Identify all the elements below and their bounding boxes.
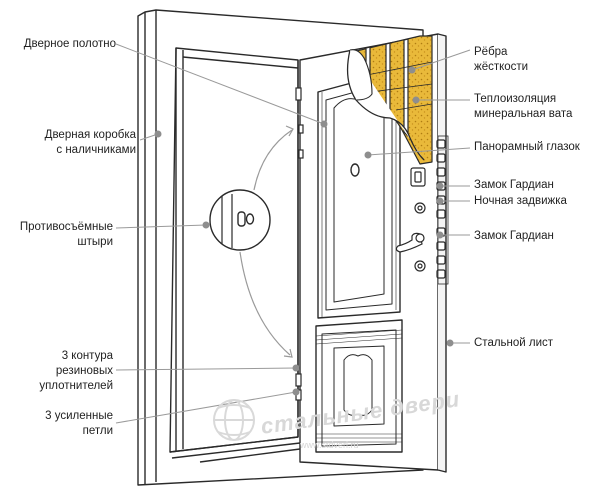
lock-hardware — [295, 87, 449, 401]
watermark-url: www.stdveri.ru — [300, 440, 359, 450]
watermark-globe-icon — [213, 399, 255, 441]
pins-arrows — [239, 125, 294, 358]
label-peephole: Панорамный глазок — [474, 141, 580, 153]
label-door-leaf: Дверное полотно — [23, 38, 116, 50]
leader-lines — [115, 43, 471, 424]
label-reinforced-hinges: 3 усиленные петли — [45, 410, 113, 437]
label-insulation: Теплоизоляция минеральная вата — [474, 93, 573, 120]
leader-dots — [154, 66, 454, 396]
label-door-frame: Дверная коробка с наличниками — [44, 129, 136, 156]
label-steel-sheet: Стальной лист — [474, 337, 554, 349]
label-anti-removal-pins: Противосъёмные штыри — [19, 221, 113, 248]
label-lock-guardian-bottom: Замок Гардиан — [474, 230, 554, 242]
label-rubber-seals: 3 контура резиновых уплотнителей — [39, 350, 113, 392]
pins-magnifier — [209, 189, 271, 251]
label-lock-guardian-top: Замок Гардиан — [474, 179, 554, 191]
label-stiffening-ribs: Рёбра жёсткости — [474, 46, 529, 73]
label-night-latch: Ночная задвижка — [474, 195, 567, 207]
